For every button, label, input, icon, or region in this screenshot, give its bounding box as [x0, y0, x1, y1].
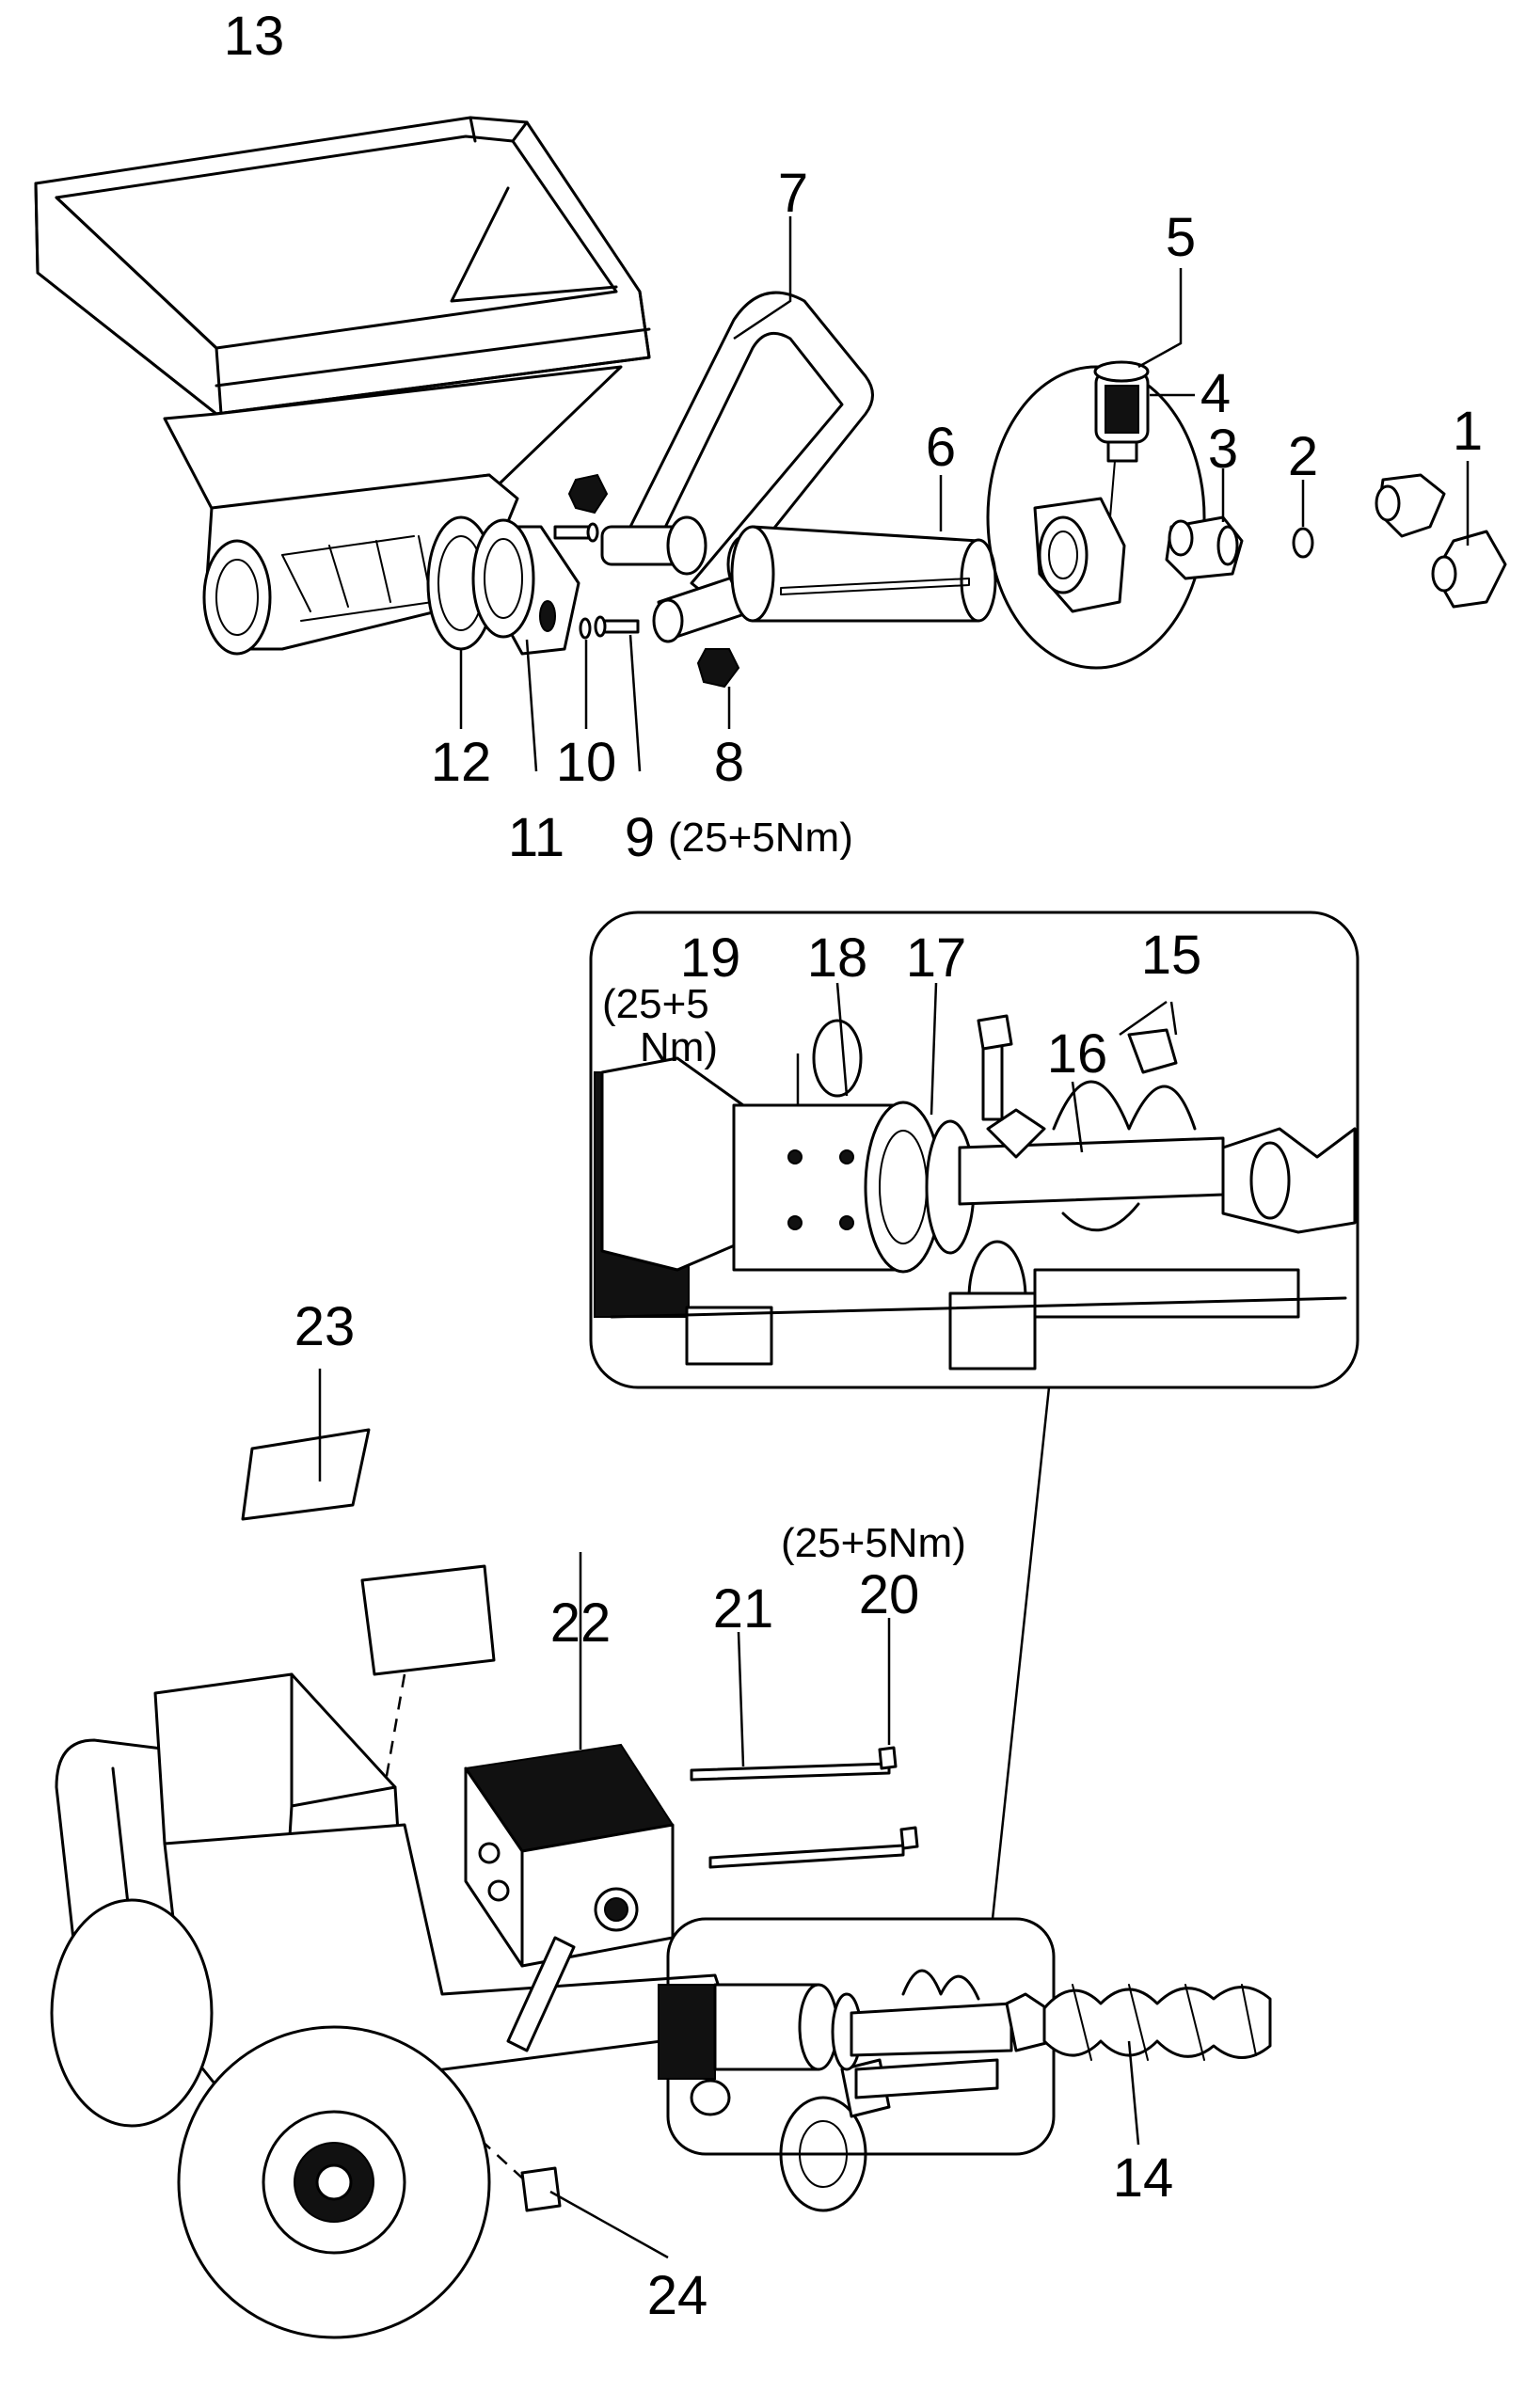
nut-part-20 — [878, 1618, 919, 1850]
torque-spec-20: (25+5Nm) — [781, 1520, 966, 1566]
machine-body — [50, 1672, 891, 2339]
knob-part-1 — [1375, 473, 1507, 609]
callout-3: 3 — [1208, 419, 1238, 480]
callout-2: 2 — [1288, 426, 1318, 487]
torque-spec-19-line1: (25+5 — [602, 981, 709, 1027]
hopper-part-13 — [34, 116, 651, 656]
callout-1: 1 — [1453, 401, 1483, 462]
detail-leader-line — [991, 1386, 1051, 1920]
detail-view-box — [589, 911, 1359, 1389]
electrical-box-part-22 — [464, 1552, 675, 2052]
callout-23: 23 — [294, 1296, 356, 1357]
callout-6: 6 — [926, 417, 956, 478]
callout-8: 8 — [714, 732, 744, 793]
callout-21: 21 — [713, 1578, 774, 1640]
zoom-region — [658, 1917, 1056, 2156]
callout-19: 19 — [680, 927, 741, 989]
nut-part-8 — [553, 473, 740, 689]
label-plate-part-23 — [241, 1369, 371, 1521]
callout-22: 22 — [550, 1592, 612, 1654]
flange-part-11 — [471, 518, 580, 656]
torque-spec-9: (25+5Nm) — [668, 815, 853, 861]
callout-7: 7 — [778, 163, 808, 224]
callout-12: 12 — [431, 732, 492, 793]
nozzle-assembly-circle-part-5 — [986, 365, 1206, 670]
callout-14: 14 — [1113, 2147, 1174, 2209]
callout-24: 24 — [647, 2265, 708, 2326]
auger-part-14 — [1042, 1984, 1272, 2146]
gauge-part-4 — [1093, 360, 1195, 463]
valve-body-part-3 — [1033, 460, 1244, 613]
callout-17: 17 — [906, 927, 967, 989]
callout-10: 10 — [556, 732, 617, 793]
tube-part-6 — [730, 525, 997, 623]
callout-9: 9 — [625, 807, 655, 868]
callout-4: 4 — [1200, 363, 1231, 424]
torque-spec-19-line2: Nm) — [640, 1024, 718, 1070]
callout-13: 13 — [224, 6, 285, 67]
callout-20: 20 — [859, 1564, 920, 1625]
washer-part-10 — [579, 617, 592, 640]
label-plate-part-24 — [520, 2166, 669, 2259]
callout-15: 15 — [1141, 925, 1202, 986]
tie-rod-part-21 — [690, 1631, 905, 1869]
washer-part-2 — [1292, 480, 1314, 559]
callout-5: 5 — [1166, 207, 1196, 268]
bolt-part-9 — [594, 615, 640, 638]
top-leaders — [459, 216, 1470, 772]
callout-16: 16 — [1047, 1023, 1108, 1085]
callout-11: 11 — [508, 807, 564, 868]
callout-18: 18 — [807, 927, 868, 989]
